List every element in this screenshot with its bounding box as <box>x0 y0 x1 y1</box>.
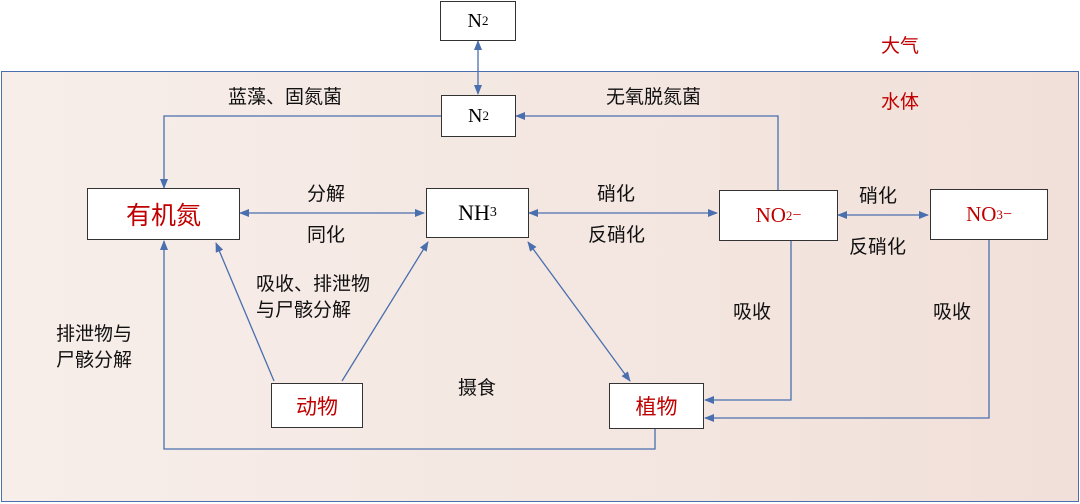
label-absorb-excrete-2: 与尸骸分解 <box>256 299 352 321</box>
label-denitrify-2: 反硝化 <box>849 236 907 258</box>
no2-sub: 2 <box>785 207 793 223</box>
label-excrete-1: 排泄物与 <box>56 323 133 345</box>
arrow-animal-organic <box>215 242 275 382</box>
animal-box: 动物 <box>271 383 363 428</box>
label-nitrify-1: 硝化 <box>597 183 636 205</box>
label-absorb-excrete-1: 吸收、排泄物 <box>256 273 371 295</box>
arrow-animal-nh3 <box>341 241 429 382</box>
plant-box: 植物 <box>609 383 704 429</box>
arrow-no2-plant <box>704 241 792 404</box>
label-assimilate: 同化 <box>307 224 346 246</box>
nh3-main: NH <box>458 200 490 225</box>
water-body-label: 水体 <box>881 91 920 113</box>
n2-water-sub: 2 <box>482 108 489 123</box>
label-anaerobic-denitrifier: 无氧脱氮菌 <box>606 86 702 108</box>
no3-sup: − <box>1002 205 1012 223</box>
arrow-plant-organic <box>160 240 656 450</box>
label-decompose: 分解 <box>307 183 346 205</box>
organic-nitrogen-box: 有机氮 <box>87 188 240 240</box>
arrow-no3-plant <box>704 240 990 422</box>
organic-nitrogen-label: 有机氮 <box>125 201 201 230</box>
label-absorb-1: 吸收 <box>733 301 772 323</box>
arrow-nh3-plant <box>527 241 631 382</box>
no2-main: NO <box>755 203 786 227</box>
no3-sub: 3 <box>996 206 1003 222</box>
plant-label: 植物 <box>635 395 678 419</box>
label-nitrify-2: 硝化 <box>859 185 898 207</box>
atmosphere-label: 大气 <box>881 35 920 57</box>
arrow-fixation <box>160 115 441 189</box>
label-absorb-2: 吸收 <box>933 301 972 323</box>
arrow-denitrifier <box>515 112 779 190</box>
label-ingest: 摄食 <box>458 377 497 399</box>
label-excrete-2: 尸骸分解 <box>56 349 133 371</box>
n2-water-main: N <box>468 104 483 127</box>
no3-main: NO <box>966 202 997 226</box>
animal-label: 动物 <box>296 394 338 419</box>
label-cyanobacteria: 蓝藻、固氮菌 <box>228 86 343 108</box>
no2-sup: − <box>792 206 802 224</box>
n2-atmosphere-main: N <box>467 9 482 32</box>
nh3-sub: 3 <box>489 205 497 220</box>
label-denitrify-1: 反硝化 <box>588 224 646 246</box>
n2-atmosphere-sub: 2 <box>481 13 489 28</box>
